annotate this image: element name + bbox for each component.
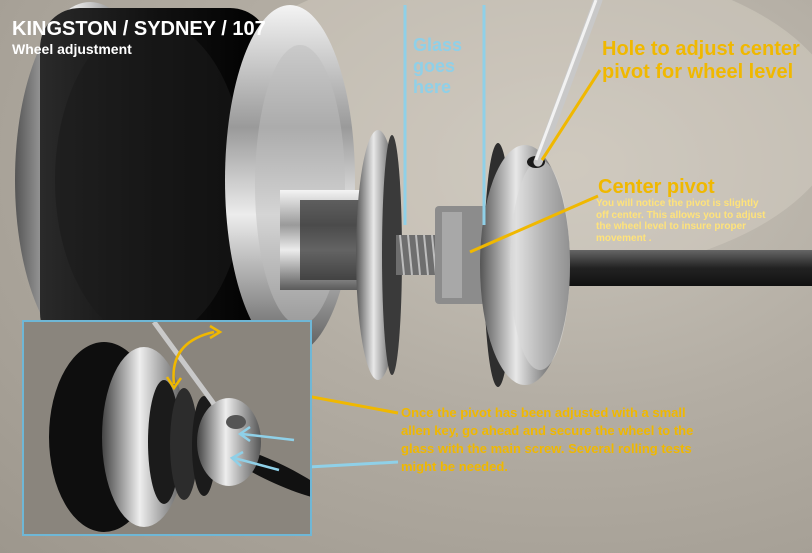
inset-glass-arrowhead-1: [237, 425, 251, 443]
inset-rotate-arrow: [172, 330, 215, 385]
inset-allen-key: [151, 322, 217, 406]
hole-callout-line: [540, 69, 602, 161]
instruction-line-4: might be needed.: [401, 459, 508, 474]
pivot-desc-line-1: You will notice the pivot is slightly: [596, 198, 759, 209]
pivot-desc-line-3: the wheel level to insure proper: [596, 221, 747, 232]
instruction-line-3: glass with the main screw. Several rolli…: [401, 441, 692, 456]
collar-dark: [300, 200, 360, 280]
instruction-line-1: Once the pivot has been adjusted with a …: [401, 405, 686, 420]
allen-key-shine: [534, 0, 598, 161]
center-pivot-description: You will notice the pivot is slightly of…: [596, 198, 811, 244]
center-pivot-highlight: [442, 212, 462, 298]
title: KINGSTON / SYDNEY / 107: [12, 18, 266, 40]
wheel-rubber-shade: [55, 20, 245, 340]
pivot-desc-line-4: movement .: [596, 232, 652, 244]
center-pivot-title: Center pivot: [598, 176, 715, 198]
shaft: [540, 250, 812, 286]
glass-label-line-2: goes: [413, 56, 456, 76]
subtitle: Wheel adjustment: [12, 41, 132, 57]
allen-key: [533, 0, 603, 167]
inset-rotate-arrowhead-a: [209, 324, 223, 340]
inset-wheel-drawing: [24, 322, 310, 534]
inset-rotate-arrowhead-b: [165, 376, 183, 391]
inset-photo: [22, 320, 312, 536]
inset-glass-arrow-1: [241, 432, 295, 442]
glass-label-line-1: Glass: [413, 35, 463, 55]
instruction-line-2: allen key, go ahead and secure the wheel…: [401, 423, 694, 438]
inset-disc-1: [148, 380, 180, 504]
hole-label: Hole to adjust center pivot for wheel le…: [602, 38, 800, 83]
disc-left-edge: [382, 135, 402, 375]
inset-disc-2: [170, 388, 198, 500]
inset-knob: [197, 398, 261, 486]
inset-glass-arrowhead-2: [229, 450, 244, 467]
inset-knob-center: [226, 415, 246, 429]
pivot-callout-line: [469, 194, 599, 254]
glass-label-line-3: here: [413, 77, 452, 97]
inset-glass-arrow-2: [233, 456, 280, 472]
disc-right-face: [510, 160, 570, 370]
pivot-desc-line-2: off center. This allows you to adjust: [596, 209, 766, 221]
